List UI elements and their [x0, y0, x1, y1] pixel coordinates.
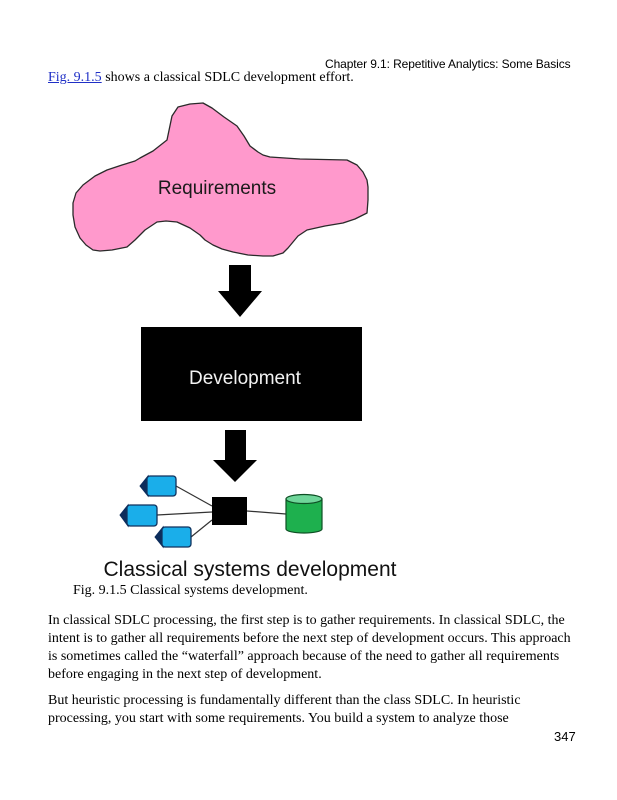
figure-caption: Fig. 9.1.5 Classical systems development…	[73, 583, 308, 598]
system-hub-icon	[212, 497, 247, 525]
page-number: 347	[554, 729, 576, 744]
sdlc-figure: Requirements Development	[0, 95, 617, 585]
body-paragraph: But heuristic processing is fundamentall…	[48, 693, 521, 726]
development-label: Development	[189, 368, 302, 389]
arrow-down-icon	[218, 265, 262, 317]
arrow-down-icon	[213, 430, 257, 482]
intro-sentence: Fig. 9.1.5 shows a classical SDLC develo…	[48, 69, 354, 87]
system-connectors	[156, 485, 287, 538]
database-icon	[285, 493, 323, 534]
connector-line	[246, 510, 287, 515]
figure-title: Classical systems development	[104, 558, 397, 581]
connector-line	[156, 511, 213, 516]
connector-line	[190, 519, 213, 538]
figure-link[interactable]: Fig. 9.1.5	[48, 70, 102, 85]
requirements-label: Requirements	[158, 178, 276, 199]
terminal-icon	[119, 503, 158, 528]
terminal-icon	[139, 474, 177, 498]
development-box: Development	[141, 327, 362, 421]
development-rect	[141, 327, 362, 421]
body-paragraph: In classical SDLC processing, the first …	[48, 613, 571, 682]
running-header: Chapter 9.1: Repetitive Analytics: Some …	[325, 57, 571, 71]
connector-line	[175, 485, 213, 507]
requirements-shape	[72, 102, 369, 257]
terminal-icon	[154, 525, 192, 549]
intro-text: shows a classical SDLC development effor…	[101, 70, 354, 85]
requirements-cloud: Requirements	[72, 102, 369, 257]
